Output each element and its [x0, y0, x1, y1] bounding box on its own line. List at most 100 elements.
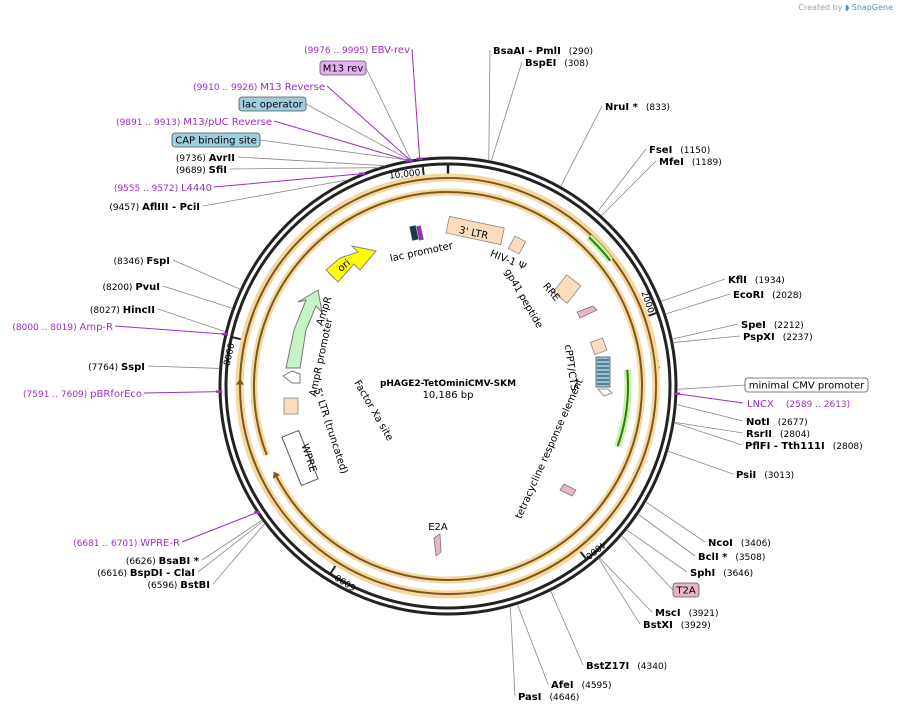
primer-range-amp-r: (8000 .. 8019) [12, 323, 79, 333]
site-leader-pasi [509, 606, 516, 697]
primer-name-wpre-r: WPRE-R [140, 538, 180, 549]
site-label-bspei: BspEI(308) [525, 58, 589, 69]
site-leader-nrui [560, 105, 603, 187]
ampr-arrow [285, 289, 323, 369]
site-name-afliii: AflIII - PciI [142, 202, 200, 213]
site-leader-bstbi [212, 523, 266, 585]
box-t2a [672, 582, 700, 598]
site-label-afliii: (9457) AflIII - PciI [109, 202, 200, 213]
site-position-ecori: (2028) [772, 291, 802, 301]
primer-range-l4440: (9555 .. 9572) [114, 184, 181, 194]
site-leader-avrii [237, 156, 386, 167]
primer-label-l4440: (9555 .. 9572) L4440 [114, 183, 212, 194]
site-label-msci: MscI (3921) [655, 608, 719, 619]
site-name-pspxi: PspXI [743, 332, 775, 343]
site-leader-hincii [157, 308, 226, 333]
site-position-bcli: (3508) [735, 553, 765, 563]
primer-leader-pbrforeco [143, 391, 220, 394]
site-position-mfei: (1189) [692, 158, 722, 168]
box-label-lac-operator: lac operator [242, 100, 303, 111]
site-name-kfli: KflI [728, 275, 747, 286]
site-leader-mfei [601, 160, 657, 217]
site-label-sphi: SphI(3646) [690, 568, 753, 579]
primer-name-ebv-rev: EBV-rev [371, 45, 410, 56]
site-label-afei: AfeI(4595) [551, 680, 612, 691]
site-label-pflfi: PflFI - Tth111I (2808) [745, 441, 863, 452]
site-leader-bsaai [488, 49, 491, 161]
primer-range-lncx: (2589 .. 2613) [786, 400, 850, 410]
site-label-fsei: FseI(1150) [649, 145, 710, 156]
site-leader-bsabi [201, 519, 263, 561]
site-leader-psii [667, 450, 734, 475]
site-name-bcli: BclI * [698, 552, 728, 563]
orf-arc-6-rev-head [236, 378, 245, 385]
site-label-pvui: (8200) PvuI [103, 282, 160, 293]
box-leader-lac-operator [305, 103, 409, 160]
site-name-afei: AfeI [551, 680, 574, 691]
site-position-fspi: (8346) [114, 257, 147, 267]
box-label-m13-rev: M13 rev [323, 64, 364, 75]
site-position-bstz17i: (4340) [637, 662, 667, 672]
lac-marker-1 [409, 225, 419, 241]
site-label-mfei: MfeI(1189) [659, 157, 722, 168]
site-label-sfii: (9689) SfiI [176, 165, 227, 176]
primer-name-lncx: LNCX [747, 399, 774, 410]
site-label-noti: NotI(2677) [746, 417, 808, 428]
wpre-box [281, 429, 319, 487]
box-label-cap-binding-site: CAP binding site [175, 136, 257, 147]
orf-arc-5-rev-head [273, 471, 281, 479]
site-name-msci: MscI [655, 608, 681, 619]
site-label-hincii: (8027) HincII [90, 305, 155, 316]
primer-leader-amp-r [114, 325, 225, 335]
plasmid-name: pHAGE2-TetOminiCMV-SKM [380, 379, 516, 389]
site-label-rsrii: RsrII(2804) [746, 429, 810, 440]
leader-lines [114, 48, 746, 697]
site-leader-sspi [147, 365, 220, 369]
site-position-pasi: (4646) [549, 693, 579, 703]
site-position-msci: (3921) [689, 609, 719, 619]
t2a-arrow [559, 483, 577, 497]
site-label-ecori: EcoRI(2028) [733, 290, 802, 301]
site-name-bstxi: BstXI [643, 620, 673, 631]
site-label-sspi: (7764) SspI [88, 362, 145, 373]
primer-label-pbrforeco: (7591 .. 7609) pBRforEco [23, 389, 142, 400]
rre-box [552, 274, 582, 304]
feature-label-rre: RRE [540, 281, 561, 304]
feature-label-lac-promoter: lac promoter [389, 240, 455, 264]
psi-box [507, 235, 527, 255]
site-name-pvui: PvuI [135, 282, 160, 293]
site-position-avrii: (9736) [176, 154, 209, 164]
box-lac-operator [238, 96, 307, 112]
site-position-pflfi: (2808) [833, 442, 863, 452]
site-name-fspi: FspI [146, 256, 170, 267]
box-m13-rev [319, 60, 367, 76]
site-label-pspxi: PspXI(2237) [743, 332, 813, 343]
primer-name-m13-puc-reverse: M13/pUC Reverse [183, 117, 272, 128]
site-position-afliii: (9457) [109, 203, 142, 213]
ori-arrow [325, 245, 377, 283]
primer-range-m13-puc-reverse: (9891 .. 9913) [116, 118, 183, 128]
site-position-bsabi: (6626) [126, 557, 159, 567]
site-name-noti: NotI [746, 417, 770, 428]
site-name-avrii: AvrII [209, 153, 235, 164]
primer-label-m13-reverse: (9910 .. 9926) M13 Reverse [193, 82, 325, 93]
site-label-bcli: BclI * (3508) [698, 552, 765, 563]
site-name-psii: PsiI [736, 470, 756, 481]
site-position-ncoi: (3406) [741, 539, 771, 549]
primer-name-l4440: L4440 [181, 183, 212, 194]
site-leader-fsei [596, 148, 647, 213]
site-label-fspi: (8346) FspI [114, 256, 170, 267]
primer-leader-l4440 [213, 173, 363, 188]
site-position-kfli: (1934) [755, 276, 785, 286]
site-name-bsabi: BsaBI * [159, 556, 200, 567]
ampr-promoter-arrow [282, 370, 301, 384]
site-label-bsaai: BsaAI - PmlI(290) [493, 46, 593, 57]
orf-arc-5-rev-line [253, 191, 643, 581]
mincmv-arrow [597, 388, 613, 397]
site-name-bstz17i: BstZ17I [586, 661, 629, 672]
site-name-bspei: BspEI [525, 58, 556, 69]
primer-leader-lncx [676, 393, 744, 404]
site-name-pflfi: PflFI - Tth111I [745, 441, 825, 452]
credit-prefix: Created by [798, 3, 843, 12]
